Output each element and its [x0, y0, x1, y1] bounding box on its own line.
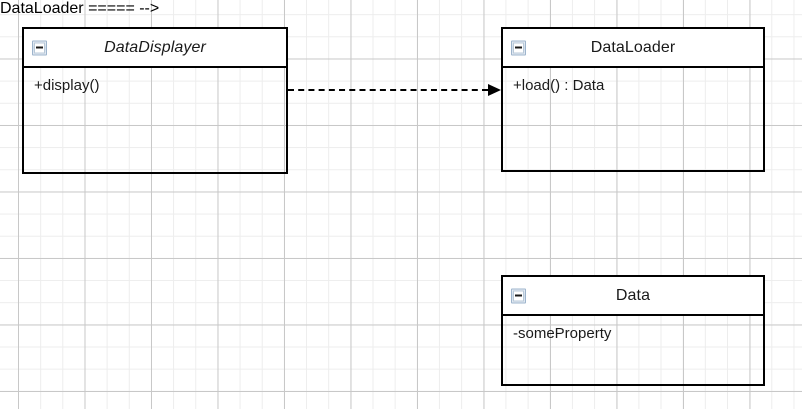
minus-icon[interactable] [32, 40, 47, 55]
class-member: +display() [34, 77, 100, 94]
class-members-compartment: -someProperty [503, 316, 763, 344]
class-title-bar: DataLoader [503, 29, 763, 68]
class-name: Data [615, 286, 651, 304]
minus-icon[interactable] [511, 40, 526, 55]
class-title-bar: Data [503, 277, 763, 316]
minus-glyph [515, 46, 522, 49]
class-name: DataDisplayer [104, 38, 206, 56]
minus-glyph [515, 294, 522, 297]
uml-class-data[interactable]: Data -someProperty [501, 275, 765, 386]
uml-class-data-loader[interactable]: DataLoader +load() : Data [501, 27, 765, 172]
class-title-bar: DataDisplayer [24, 29, 286, 68]
dependency-arrowhead-icon [488, 84, 501, 96]
minus-icon-inner [513, 42, 524, 53]
dependency-dashed-line [288, 89, 488, 91]
minus-icon[interactable] [511, 288, 526, 303]
dependency-connector[interactable] [288, 84, 501, 96]
class-members-compartment: +display() [24, 68, 286, 96]
class-name: DataLoader [590, 38, 676, 56]
class-member: +load() : Data [513, 77, 605, 94]
class-member: -someProperty [513, 325, 612, 342]
class-members-compartment: +load() : Data [503, 68, 763, 96]
uml-class-data-displayer[interactable]: DataDisplayer +display() [22, 27, 288, 174]
minus-glyph [36, 46, 43, 49]
minus-icon-inner [513, 290, 524, 301]
minus-icon-inner [34, 42, 45, 53]
